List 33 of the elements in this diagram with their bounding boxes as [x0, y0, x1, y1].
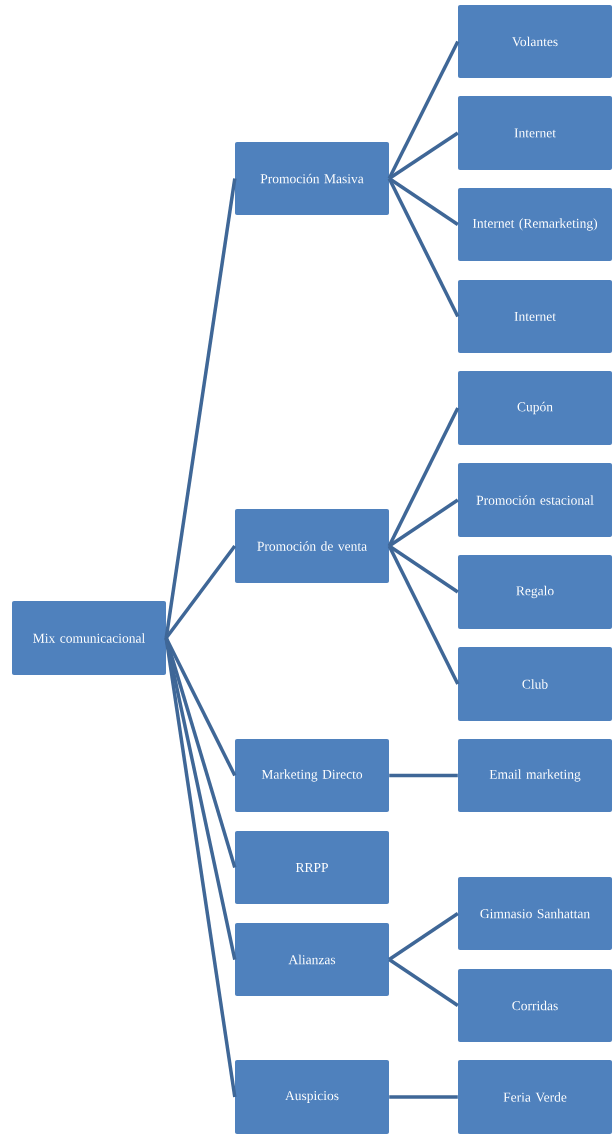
box: Email marketing [458, 739, 612, 812]
box: Auspicios [235, 1060, 389, 1134]
connector-line [388, 498, 459, 548]
connector-line [387, 545, 460, 685]
box: Internet (Remarketing) [458, 188, 612, 261]
box: Promoción Masiva [235, 142, 389, 215]
connector-line [388, 958, 459, 1007]
box: Mix comunicacional [12, 601, 166, 675]
connector-line [387, 177, 460, 318]
box: Club [458, 647, 612, 721]
connector-line [387, 407, 460, 547]
box: Internet [458, 280, 612, 353]
box: Cupón [458, 371, 612, 445]
connector-line [164, 637, 237, 1098]
box: RRPP [235, 831, 389, 904]
connector-line [164, 178, 237, 639]
connector-line [388, 131, 459, 180]
box: Volantes [458, 5, 612, 78]
box: Internet [458, 96, 612, 170]
box: Promoción de venta [235, 509, 389, 583]
box: Gimnasio Sanhattan [458, 877, 612, 950]
box: Alianzas [235, 923, 389, 996]
connector-line [387, 40, 460, 180]
connector-line [388, 544, 459, 594]
connector-line [388, 177, 459, 226]
box: Marketing Directo [235, 739, 389, 812]
connector-line [389, 1095, 458, 1099]
connector-line [388, 912, 459, 961]
box: Promoción estacional [458, 463, 612, 537]
box: Feria Verde [458, 1060, 612, 1134]
box: Regalo [458, 555, 612, 629]
connector-line [389, 773, 458, 778]
box: Corridas [458, 969, 612, 1042]
